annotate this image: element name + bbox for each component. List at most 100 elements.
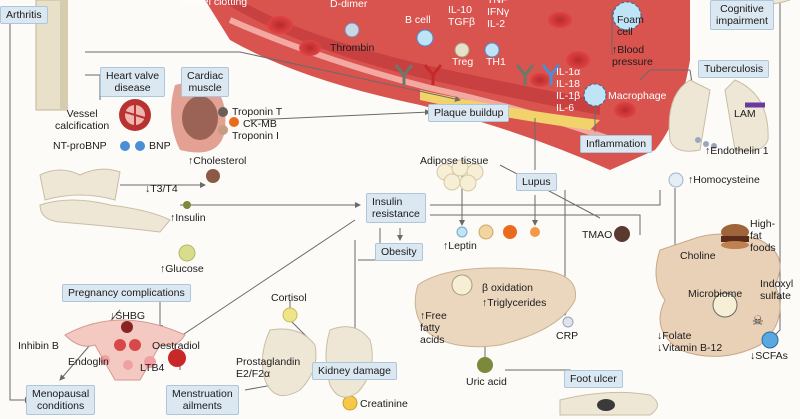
leptin-dot <box>456 226 468 238</box>
insulin-dot <box>183 201 191 209</box>
uric-acid-dot <box>477 357 493 373</box>
endothelin-label: ↑Endothelin 1 <box>705 145 769 157</box>
troponin-t-dot <box>218 107 228 117</box>
tuberculosis-box[interactable]: Tuberculosis <box>698 60 770 78</box>
cognitive-impairment-box[interactable]: Cognitive impairment <box>710 0 774 30</box>
free-fatty-acids-label: ↑Free fatty acids <box>420 310 447 346</box>
vitamin-b12-label: ↓Vitamin B-12 <box>657 342 723 354</box>
indoxyl-sulfate-label: Indoxyl sulfate <box>760 278 794 302</box>
crp-label: CRP <box>556 330 579 342</box>
creatinine-dot <box>342 395 358 411</box>
ck-mb-dot <box>229 117 239 127</box>
homocysteine-dot <box>668 172 684 188</box>
lam-label: LAM <box>734 108 756 120</box>
foot-ulcer-box[interactable]: Foot ulcer <box>564 370 623 388</box>
crp-dot <box>562 316 574 328</box>
glucose-label: ↑Glucose <box>160 263 204 275</box>
homocysteine-label: ↑Homocysteine <box>688 174 760 186</box>
pregnancy-complications-box[interactable]: Pregnancy complications <box>62 284 191 302</box>
glucose-dot <box>178 244 196 262</box>
nt-probnp-dot <box>120 141 130 151</box>
oestradiol-label: Oestradiol <box>152 340 200 352</box>
high-fat-food-icon <box>721 224 749 249</box>
plaque-buildup-box[interactable]: Plaque buildup <box>428 104 510 122</box>
scfas-label: ↓SCFAs <box>750 350 788 362</box>
thrombin-icon <box>344 22 360 38</box>
adipose-tissue-icon <box>436 159 484 192</box>
triglycerides-label: ↑Triglycerides <box>482 297 547 309</box>
vessel-clotting-label: Vessel clotting <box>180 0 248 8</box>
creatinine-label: Creatinine <box>360 398 408 410</box>
lupus-box[interactable]: Lupus <box>516 173 557 191</box>
menstruation-ailments-box[interactable]: Menstruation ailments <box>166 385 239 415</box>
foot-icon <box>559 391 658 416</box>
cardiac-muscle-box[interactable]: Cardiac muscle <box>181 67 230 97</box>
insulin-resistance-box[interactable]: Insulin resistance <box>366 193 426 223</box>
interleukins-label: IL-1α IL-18 IL-1β IL-6 <box>556 66 581 114</box>
high-fat-foods-label: High- fat foods <box>750 218 776 254</box>
uric-acid-label: Uric acid <box>466 376 507 388</box>
thyroid-icon <box>39 168 121 201</box>
heart-valve-disease-box[interactable]: Heart valve disease <box>100 67 166 97</box>
heart-valve-icon <box>119 99 151 131</box>
reproductive-organs-icon <box>64 319 186 381</box>
antibody-icons <box>394 64 561 85</box>
adipose-tissue-label: Adipose tissue <box>420 155 489 167</box>
lungs-icon <box>668 79 769 152</box>
pancreas-icon <box>39 199 171 233</box>
nt-probnp-label: NT-proBNP <box>53 140 107 152</box>
beta-oxidation-label: β oxidation <box>482 282 533 294</box>
cholesterol-dot <box>206 169 220 183</box>
treg-icon <box>454 42 470 58</box>
bnp-dot <box>135 141 145 151</box>
kidney-damage-box[interactable]: Kidney damage <box>312 362 397 380</box>
troponin-i-label: Troponin I <box>232 130 279 142</box>
obesity-box[interactable]: Obesity <box>375 243 423 261</box>
foam-cell-icon <box>612 1 642 31</box>
inflammation-box[interactable]: Inflammation <box>580 135 653 153</box>
leptin-label: ↑Leptin <box>443 240 477 252</box>
troponin-t-label: Troponin T <box>232 106 283 118</box>
tnf-ifng-il2-label: TNF IFNγ IL-2 <box>487 0 510 30</box>
treg-label: Treg <box>452 56 474 68</box>
tmao-dot <box>614 226 630 242</box>
inhibin-b-label: Inhibin B <box>18 340 59 352</box>
thrombin-label: Thrombin <box>330 42 375 54</box>
t3t4-label: ↓T3/T4 <box>145 183 178 195</box>
ltb4-label: LTB4 <box>140 362 165 374</box>
shbg-label: ↓SHBG <box>110 310 146 322</box>
prostaglandin-label: Prostaglandin E2/F2α <box>236 356 301 380</box>
cardiac-muscle-icon <box>171 82 226 153</box>
liver-icon <box>414 267 577 348</box>
th1-icon <box>484 42 500 58</box>
d-dimer-label: D-dimer <box>330 0 368 10</box>
macrophage-icon <box>583 83 607 107</box>
tmao-label: TMAO <box>582 229 613 241</box>
insulin-label: ↑Insulin <box>170 212 206 224</box>
toxic-skull-icon: ☠ <box>752 314 764 329</box>
b-cell-icon <box>416 29 434 47</box>
blood-vessel <box>205 0 690 170</box>
macrophage-label: Macrophage <box>608 90 667 102</box>
microbiome-label: Microbiome <box>688 288 743 300</box>
cortisol-dot <box>282 307 298 323</box>
folate-label: ↓Folate <box>657 330 692 342</box>
menopausal-conditions-box[interactable]: Menopausal conditions <box>26 385 96 415</box>
il10-tgfb-label: IL-10 TGFβ <box>448 4 476 28</box>
endoglin-label: Endoglin <box>68 356 109 368</box>
red-blood-cells <box>267 12 636 118</box>
intestines-icon <box>655 233 781 357</box>
blood-pressure-label: ↑Blood pressure <box>612 44 653 68</box>
th1-label: TH1 <box>486 56 506 68</box>
lipid-dot-b <box>503 225 517 239</box>
cholesterol-label: ↑Cholesterol <box>188 155 247 167</box>
bnp-label: BNP <box>149 140 171 152</box>
choline-label: Choline <box>680 250 716 262</box>
b-cell-label: B cell <box>405 14 431 26</box>
ck-mb-label: CK-MB <box>243 118 277 130</box>
cortisol-label: Cortisol <box>271 292 307 304</box>
foam-cell-label: Foam cell <box>617 14 644 38</box>
arthritis-box[interactable]: Arthritis <box>0 6 48 24</box>
